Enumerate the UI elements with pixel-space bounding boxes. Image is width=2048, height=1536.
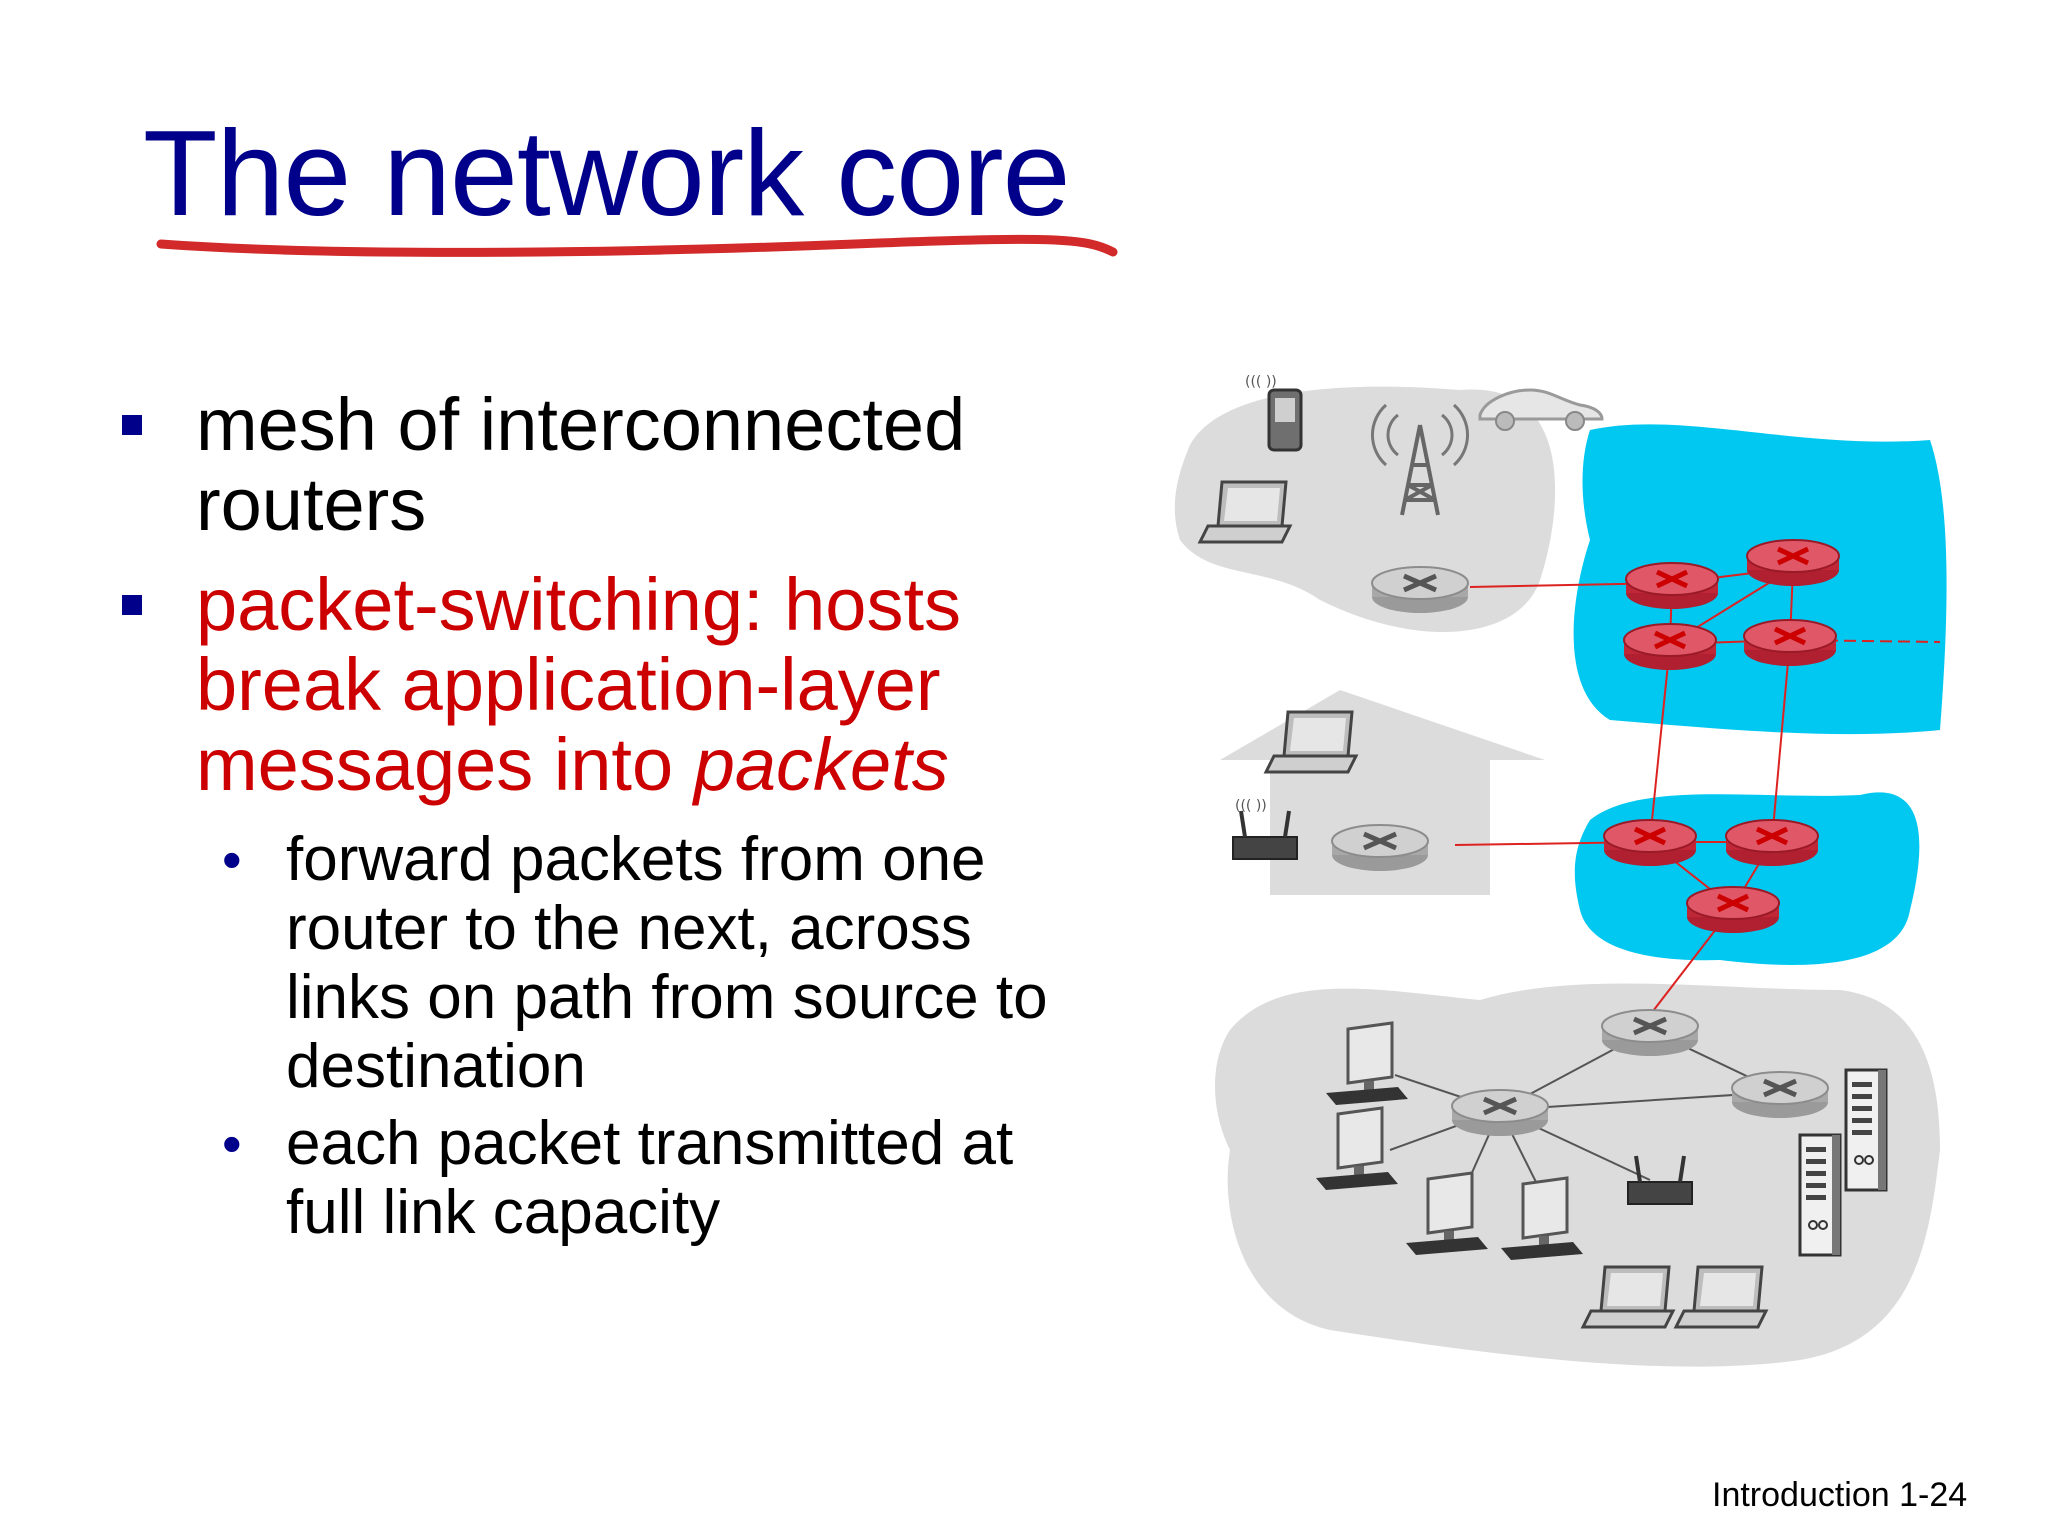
core-router-icon	[1726, 820, 1818, 866]
core-router-icon	[1687, 887, 1779, 933]
bullet-list: mesh of interconnected routers packet-sw…	[122, 385, 1082, 1247]
slide-title: The network core	[143, 105, 1071, 241]
cell-tower-icon	[1371, 403, 1469, 516]
router-icon	[1372, 567, 1468, 613]
core-router-icon	[1747, 540, 1839, 586]
car-icon	[1478, 388, 1604, 431]
core-router-icon	[1626, 563, 1718, 609]
bullet-text: packet-switching: hosts break applicatio…	[196, 563, 962, 806]
phone-icon: ((( ))	[1245, 374, 1303, 452]
isp-network-region-bottom	[1574, 792, 1920, 965]
title-underline	[156, 234, 1118, 257]
svg-text:((( )): ((( ))	[1245, 374, 1277, 390]
bullet-text: mesh of interconnected routers	[196, 383, 966, 546]
wifi-access-point-icon: ((( ))	[1232, 798, 1298, 860]
wifi-access-point-icon	[1627, 1155, 1693, 1205]
network-diagram: ((( )) ((( ))	[1174, 374, 1947, 1367]
sub-bullet-text: forward packets from one router to the n…	[286, 825, 1048, 1101]
bullet-packet-switching: packet-switching: hosts break applicatio…	[122, 565, 1082, 805]
router-icon	[1732, 1072, 1828, 1118]
core-router-icon	[1624, 624, 1716, 670]
server-icon	[1844, 1068, 1888, 1192]
router-icon	[1332, 825, 1428, 871]
bullet-mesh: mesh of interconnected routers	[122, 385, 1082, 545]
svg-text:((( )): ((( ))	[1235, 798, 1267, 814]
sub-bullet-text: each packet transmitted at full link cap…	[286, 1109, 1014, 1247]
router-icon	[1602, 1010, 1698, 1056]
server-icon	[1798, 1133, 1842, 1257]
core-router-icon	[1604, 820, 1696, 866]
square-bullet-icon	[122, 595, 142, 615]
round-bullet-icon: •	[222, 1112, 242, 1175]
sub-bullet-capacity: • each packet transmitted at full link c…	[122, 1109, 1082, 1247]
sub-bullet-forward: • forward packets from one router to the…	[122, 825, 1082, 1101]
slide-footer: Introduction 1-24	[1712, 1476, 1968, 1514]
round-bullet-icon: •	[222, 828, 242, 891]
router-icon	[1452, 1090, 1548, 1136]
emphasis-packets: packets	[693, 723, 949, 806]
square-bullet-icon	[122, 415, 142, 435]
core-router-icon	[1744, 620, 1836, 666]
